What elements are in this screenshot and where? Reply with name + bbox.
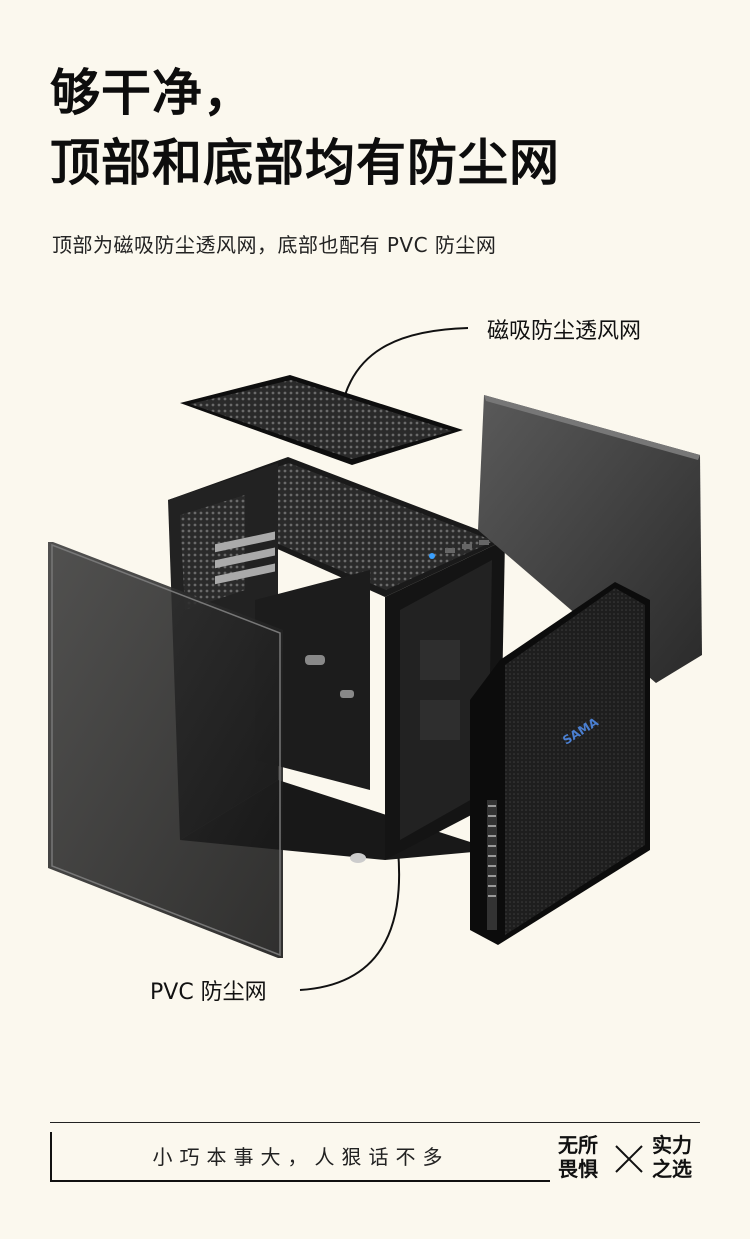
top-filter-label: 磁吸防尘透风网 [487, 319, 642, 344]
slogan-box: 小巧本事大，人狠话不多 [50, 1132, 550, 1182]
page-headline: 够干净， 顶部和底部均有防尘网 [50, 58, 560, 198]
badge-strength-line-1: 实力 [652, 1133, 692, 1157]
front-mesh-panel: SAMA [470, 582, 650, 945]
badge-fearless-line-1: 无所 [558, 1133, 598, 1157]
page-subtitle: 顶部为磁吸防尘透风网，底部也配有 PVC 防尘网 [52, 233, 497, 257]
top-callout-leader [344, 327, 469, 396]
top-dust-filter [180, 375, 463, 465]
headline-line-2: 顶部和底部均有防尘网 [50, 134, 560, 192]
badge-fearless: 无所 畏惧 [558, 1133, 612, 1181]
case-chassis [168, 457, 505, 863]
headline-line-1: 够干净， [50, 64, 254, 122]
badge-fearless-line-2: 畏惧 [558, 1157, 598, 1181]
bottom-callout-leader [299, 849, 401, 991]
bottom-filter-label: PVC 防尘网 [150, 980, 267, 1005]
cross-icon [615, 1145, 643, 1173]
slogan-text: 小巧本事大，人狠话不多 [152, 1145, 450, 1169]
badge-strength: 实力 之选 [652, 1133, 706, 1181]
left-glass-panel [48, 542, 283, 958]
footer-divider [50, 1122, 700, 1123]
badge-strength-line-2: 之选 [652, 1157, 692, 1181]
